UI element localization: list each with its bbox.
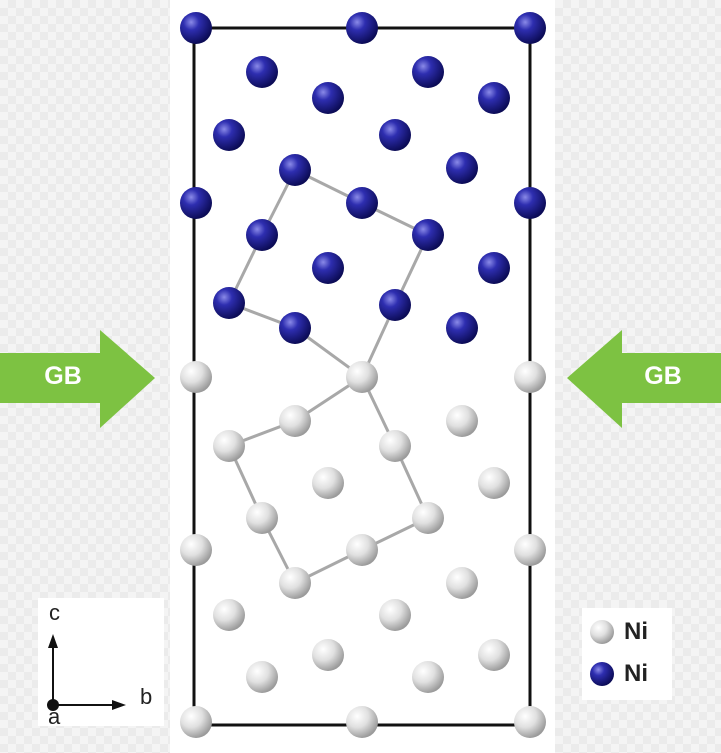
- white-ni-atom: [312, 467, 344, 499]
- blue-ni-atom: [478, 252, 510, 284]
- white-ni-atom: [412, 502, 444, 534]
- gb-arrow-left: [0, 330, 155, 428]
- axis-label-a: a: [48, 704, 61, 729]
- white-ni-atom: [379, 430, 411, 462]
- white-ni-atom: [478, 467, 510, 499]
- blue-ni-atom: [312, 252, 344, 284]
- blue-ni-atom: [412, 219, 444, 251]
- white-ni-atom: [346, 706, 378, 738]
- legend-blue-atom-icon: [590, 662, 614, 686]
- blue-ni-atom: [213, 287, 245, 319]
- blue-ni-atom: [312, 82, 344, 114]
- blue-ni-atom: [279, 154, 311, 186]
- blue-ni-atom: [213, 119, 245, 151]
- white-ni-atom: [412, 661, 444, 693]
- blue-ni-atom: [246, 56, 278, 88]
- blue-ni-atom: [478, 82, 510, 114]
- blue-ni-atom: [379, 289, 411, 321]
- white-ni-atom: [180, 706, 212, 738]
- b-axis-arrowhead: [112, 700, 126, 710]
- legend: Ni Ni: [582, 608, 672, 700]
- white-ni-atom: [446, 405, 478, 437]
- gb-label-left: GB: [44, 362, 82, 390]
- white-ni-atom: [346, 534, 378, 566]
- white-ni-atom: [312, 639, 344, 671]
- blue-ni-atom: [246, 219, 278, 251]
- white-ni-atom: [379, 599, 411, 631]
- axis-label-c: c: [49, 600, 60, 625]
- white-ni-atom: [246, 502, 278, 534]
- white-ni-atom: [279, 567, 311, 599]
- legend-label-blue: Ni: [624, 660, 648, 687]
- white-ni-atom: [514, 706, 546, 738]
- blue-ni-atom: [346, 12, 378, 44]
- blue-ni-atom: [514, 187, 546, 219]
- blue-ni-atom: [279, 312, 311, 344]
- axis-label-b: b: [140, 684, 153, 709]
- white-ni-atom: [213, 430, 245, 462]
- blue-ni-atom: [412, 56, 444, 88]
- gb-arrow-right: [567, 330, 721, 428]
- gb-label-right: GB: [644, 362, 682, 390]
- blue-ni-atom: [346, 187, 378, 219]
- white-ni-atom: [213, 599, 245, 631]
- c-axis-arrowhead: [48, 634, 58, 648]
- blue-ni-atom: [514, 12, 546, 44]
- axis-indicator: c b a: [38, 598, 164, 729]
- white-ni-atom: [279, 405, 311, 437]
- blue-ni-atom: [180, 12, 212, 44]
- white-ni-atoms: [180, 361, 546, 738]
- blue-ni-atom: [446, 152, 478, 184]
- blue-ni-atom: [379, 119, 411, 151]
- legend-white-atom-icon: [590, 620, 614, 644]
- white-ni-atom: [514, 534, 546, 566]
- white-ni-atom: [478, 639, 510, 671]
- white-ni-atom: [346, 361, 378, 393]
- white-ni-atom: [180, 361, 212, 393]
- blue-ni-atom: [446, 312, 478, 344]
- white-ni-atom: [246, 661, 278, 693]
- blue-ni-atoms: [180, 12, 546, 344]
- white-ni-atom: [180, 534, 212, 566]
- white-ni-atom: [446, 567, 478, 599]
- white-ni-atom: [514, 361, 546, 393]
- a-axis-dot: [47, 699, 59, 711]
- legend-label-white: Ni: [624, 618, 648, 645]
- blue-ni-atom: [180, 187, 212, 219]
